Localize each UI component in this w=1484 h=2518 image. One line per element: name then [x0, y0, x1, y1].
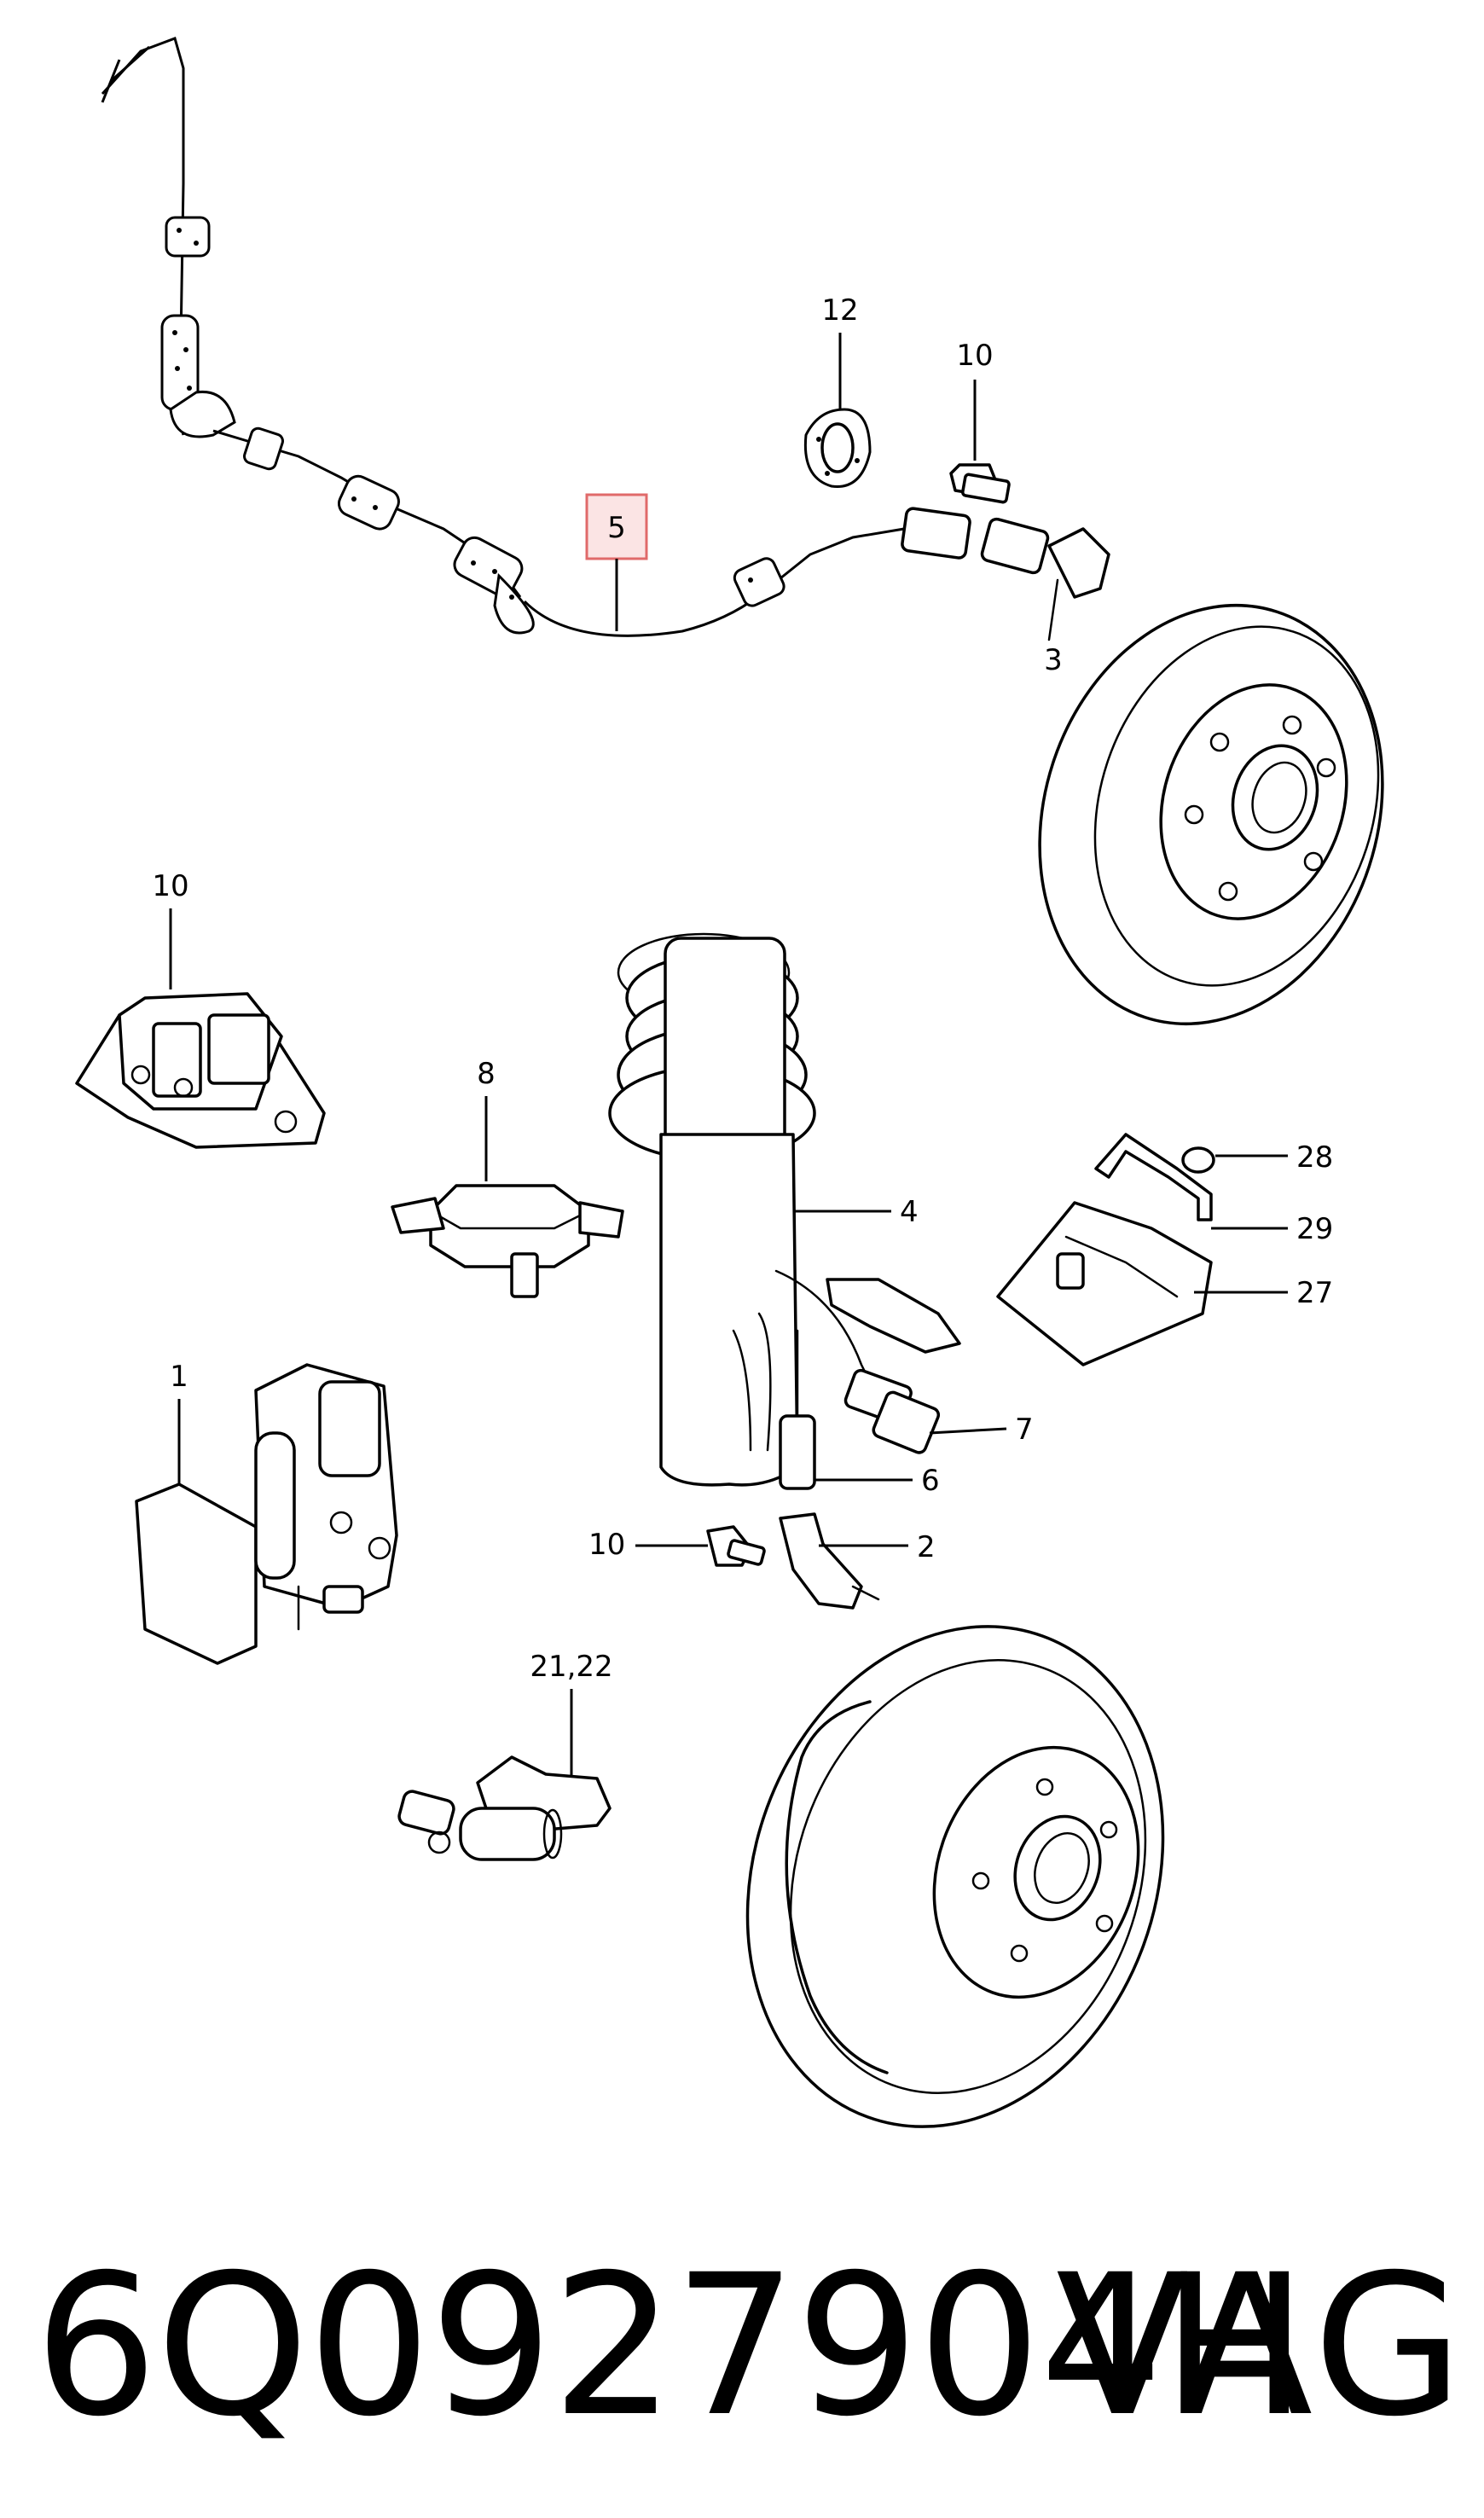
- part-12-grommet: 12: [803, 293, 872, 488]
- part-4-strut: 4: [608, 932, 919, 1487]
- callout-5[interactable]: 5: [585, 493, 648, 631]
- callout-21-22: 21,22: [530, 1650, 612, 1684]
- callout-10-top: 10: [956, 339, 993, 373]
- part-1-hydraulic-unit: 1: [135, 1360, 398, 1665]
- brake-disc-upper: [1038, 603, 1384, 1026]
- callout-3: 3: [1044, 643, 1063, 677]
- callout-7: 7: [1015, 1413, 1034, 1447]
- callout-29: 29: [1296, 1212, 1333, 1246]
- brand-name: VAG: [1055, 2232, 1467, 2459]
- callout-28: 28: [1296, 1140, 1333, 1175]
- part-2-sensor-and-bolt: 10 2: [588, 1512, 936, 1610]
- callout-4: 4: [900, 1195, 919, 1229]
- callout-6: 6: [921, 1464, 940, 1498]
- footer: 6Q0927904H VAG: [34, 2235, 1467, 2457]
- brake-disc-lower: [745, 1625, 1165, 2128]
- callout-5-highlight: [585, 493, 648, 560]
- callout-2: 2: [917, 1530, 936, 1564]
- callout-5-label: 5: [607, 511, 626, 545]
- part-10-bolt-top: 10: [949, 339, 1011, 504]
- part-number: 6Q0927904H: [34, 2232, 1307, 2459]
- callout-10-mid: 10: [588, 1528, 625, 1562]
- part-10-control-unit: 10: [75, 869, 326, 1149]
- part-21-22-wear-sensor: 21,22: [397, 1650, 613, 1861]
- part-8-spring-seat: 8: [391, 1057, 624, 1298]
- part-6-7-connectors: 7 6: [774, 1269, 1034, 1498]
- callout-8: 8: [477, 1057, 496, 1091]
- abs-sensor-cable: [101, 37, 1110, 641]
- part-3-speed-sensor: 3: [1044, 643, 1063, 677]
- callout-27: 27: [1296, 1276, 1333, 1310]
- callout-12: 12: [821, 293, 858, 328]
- part-27-bracket: 28 29 27: [996, 1133, 1333, 1366]
- callout-10-left: 10: [152, 869, 188, 903]
- callout-1: 1: [170, 1360, 188, 1394]
